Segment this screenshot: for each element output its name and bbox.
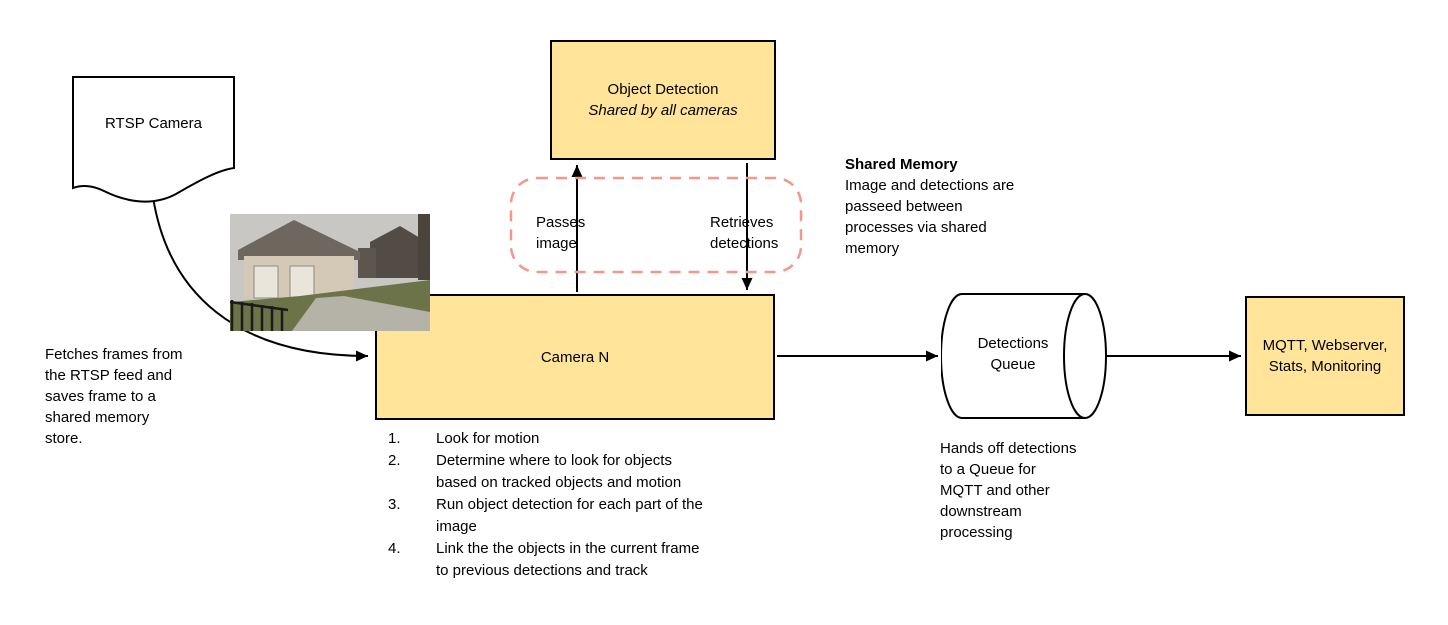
rtsp-camera-node bbox=[72, 76, 235, 203]
shared-memory-note-title: Shared Memory bbox=[845, 156, 958, 173]
queue-handoff-note: Hands off detections to a Queue for MQTT… bbox=[940, 440, 1077, 541]
fetch-frames-note: Fetches frames from the RTSP feed and sa… bbox=[45, 346, 183, 447]
object-detection-subtitle: Shared by all cameras bbox=[588, 102, 738, 119]
camera-step-2: Determine where to look for objects base… bbox=[436, 452, 682, 491]
outputs-node: MQTT, Webserver, Stats, Monitoring bbox=[1245, 296, 1405, 416]
object-detection-node: Object Detection Shared by all cameras bbox=[550, 40, 776, 160]
camera-n-label: Camera N bbox=[540, 348, 610, 366]
camera-steps-list: Look for motion Determine where to look … bbox=[388, 428, 783, 582]
camera-n-node: Camera N bbox=[375, 294, 775, 420]
camera-snapshot-image bbox=[229, 214, 430, 331]
detections-queue-node bbox=[941, 293, 1107, 419]
retrieves-detections-label: Retrieves detections bbox=[710, 214, 779, 252]
passes-image-label: Passes image bbox=[536, 214, 586, 252]
camera-step-1: Look for motion bbox=[436, 430, 540, 447]
shared-memory-boundary bbox=[509, 176, 803, 274]
outputs-label: MQTT, Webserver, Stats, Monitoring bbox=[1262, 337, 1388, 375]
detections-queue-label: Detections Queue bbox=[977, 335, 1049, 373]
shared-memory-note-body: Image and detections are passeed between… bbox=[845, 177, 1015, 257]
object-detection-title: Object Detection bbox=[607, 81, 719, 98]
shared-memory-note: Shared Memory Image and detections are p… bbox=[845, 133, 1060, 280]
camera-step-4: Link the the objects in the current fram… bbox=[436, 540, 700, 579]
camera-step-3: Run object detection for each part of th… bbox=[436, 496, 703, 535]
rtsp-camera-label: RTSP Camera bbox=[105, 115, 202, 132]
